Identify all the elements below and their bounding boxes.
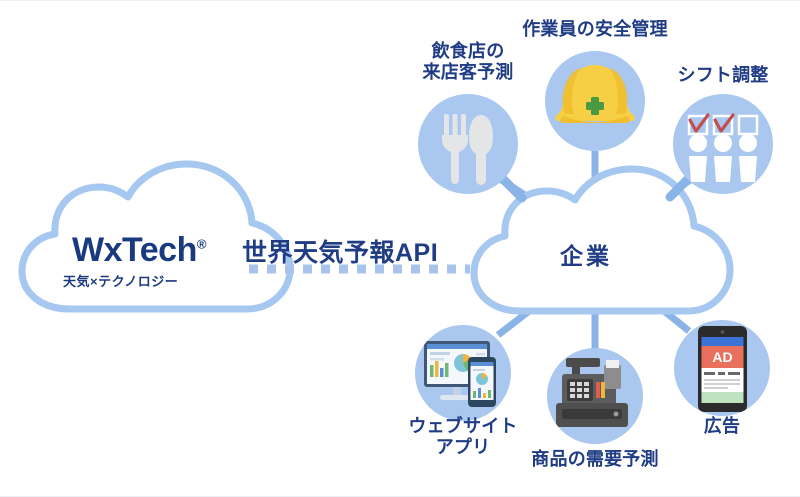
cash-register-icon	[556, 358, 628, 427]
fork-knife-icon	[442, 114, 493, 185]
brand-tagline: 天気×テクノロジー	[63, 274, 179, 289]
hub-label: 企業	[560, 243, 612, 269]
icon-website-app[interactable]	[415, 325, 511, 421]
brand-wordmark: WxTech®	[72, 231, 206, 270]
icon-worker-safety[interactable]	[545, 51, 645, 151]
enterprise-cloud-shape	[470, 165, 734, 315]
magnifier-handle-icon	[498, 174, 527, 203]
registered-mark-icon: ®	[196, 236, 207, 252]
green-cross-icon	[586, 97, 604, 115]
ad-badge-text: AD	[712, 349, 732, 365]
icon-shift-adjustment[interactable]	[665, 94, 773, 202]
icon-circle-bg	[418, 94, 518, 194]
smartphone-ad-icon: AD	[698, 326, 747, 412]
icon-product-demand-forecast[interactable]	[547, 348, 643, 444]
hard-hat-icon	[555, 65, 635, 123]
wxtech-cloud-shape	[18, 160, 294, 313]
icon-restaurant-forecast[interactable]	[418, 94, 527, 203]
api-connector-label: 世界天気予報API	[242, 239, 439, 267]
monitor-smartphone-icon	[424, 341, 496, 407]
brand-name: WxTech	[72, 231, 197, 269]
people-checklist-icon	[687, 113, 759, 182]
icon-advertising[interactable]: AD	[674, 320, 770, 416]
magnifier-handle-icon	[665, 174, 693, 202]
